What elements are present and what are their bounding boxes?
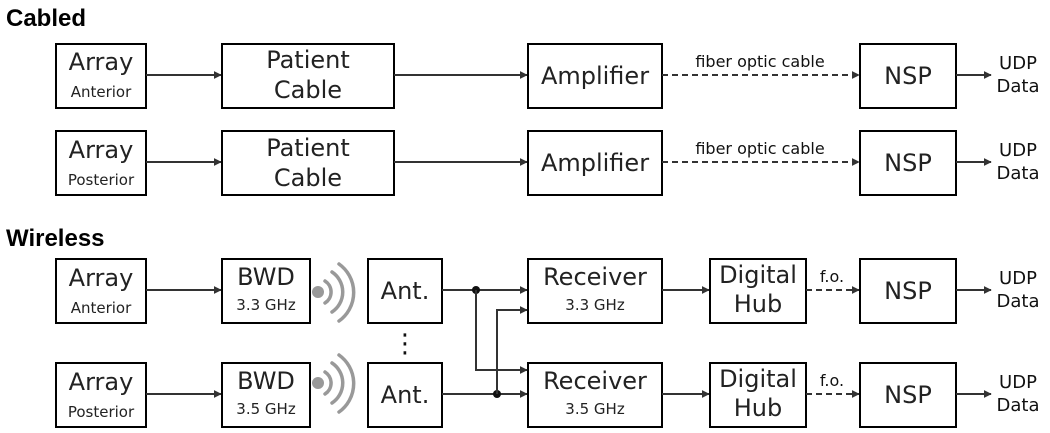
cabled-row-posterior: Array Posterior Patient Cable Amplifier …: [55, 130, 1040, 196]
bwd-label: BWD: [237, 263, 295, 291]
receiver-label: Receiver: [543, 263, 647, 291]
bwd-box: [221, 362, 311, 428]
cabled-row-anterior: Array Anterior Patient Cable Amplifier f…: [55, 43, 1040, 109]
array-label: Array: [69, 136, 134, 164]
array-sub-label: Posterior: [68, 171, 135, 189]
antenna-box: [367, 362, 443, 428]
array-sub-label: Posterior: [68, 403, 135, 421]
output-label-2: Data: [997, 291, 1040, 312]
nsp-box: [859, 362, 957, 428]
bwd-frequency: 3.5 GHz: [236, 400, 296, 418]
amplifier-label: Amplifier: [541, 149, 649, 177]
nsp-box: [859, 258, 957, 324]
patient-cable-label-1: Patient: [266, 46, 350, 74]
antenna-cross-connections: [472, 286, 528, 398]
antenna-ellipsis: ⋮: [392, 329, 418, 359]
array-anterior-box: [55, 258, 147, 324]
array-label: Array: [69, 48, 134, 76]
fiber-optic-label: fiber optic cable: [695, 139, 824, 158]
patient-cable-label-2: Cable: [274, 164, 342, 192]
receiver-box: [527, 258, 663, 324]
digital-hub-label-2: Hub: [734, 394, 783, 422]
output-label-2: Data: [997, 76, 1040, 97]
digital-hub-label-1: Digital: [719, 365, 797, 393]
receiver-frequency: 3.5 GHz: [565, 400, 625, 418]
array-anterior-box: [55, 43, 147, 109]
nsp-box: [859, 130, 957, 196]
digital-hub-label-2: Hub: [734, 290, 783, 318]
amplifier-label: Amplifier: [541, 62, 649, 90]
bwd-box: [221, 258, 311, 324]
amplifier-box: [527, 43, 663, 109]
cross-link-to-receiver-3.5: [475, 290, 528, 374]
patient-cable-box: [221, 130, 395, 196]
array-sub-label: Anterior: [71, 299, 132, 317]
fiber-optic-label: f.o.: [820, 267, 844, 286]
nsp-label: NSP: [884, 149, 932, 177]
amplifier-box: [527, 130, 663, 196]
patient-cable-label-1: Patient: [266, 134, 350, 162]
fiber-optic-label: fiber optic cable: [695, 52, 824, 71]
output-label-1: UDP: [999, 53, 1037, 74]
array-label: Array: [69, 368, 134, 396]
section-title-wireless: Wireless: [6, 225, 105, 252]
nsp-label: NSP: [884, 381, 932, 409]
wireless-row-anterior: Array Anterior BWD 3.3 GHz Ant. Receiver…: [55, 258, 1040, 324]
cross-link-to-receiver-3.3: [496, 306, 528, 394]
output-label-2: Data: [997, 395, 1040, 416]
output-label-1: UDP: [999, 140, 1037, 161]
fiber-optic-label: f.o.: [820, 371, 844, 390]
nsp-box: [859, 43, 957, 109]
wireless-signal-icon: [312, 353, 356, 414]
array-sub-label: Anterior: [71, 83, 132, 101]
bwd-frequency: 3.3 GHz: [236, 296, 296, 314]
receiver-box: [527, 362, 663, 428]
output-label-2: Data: [997, 163, 1040, 184]
antenna-label: Ant.: [381, 381, 430, 409]
antenna-box: [367, 258, 443, 324]
output-label-1: UDP: [999, 372, 1037, 393]
nsp-label: NSP: [884, 62, 932, 90]
output-label-1: UDP: [999, 268, 1037, 289]
antenna-label: Ant.: [381, 277, 430, 305]
digital-hub-label-1: Digital: [719, 261, 797, 289]
wireless-signal-icon: [312, 262, 356, 323]
nsp-label: NSP: [884, 277, 932, 305]
digital-hub-box: [709, 258, 807, 324]
wireless-row-posterior: Array Posterior BWD 3.5 GHz Ant. Receive…: [55, 353, 1040, 428]
patient-cable-label-2: Cable: [274, 76, 342, 104]
receiver-label: Receiver: [543, 367, 647, 395]
section-title-cabled: Cabled: [6, 5, 86, 32]
patient-cable-box: [221, 43, 395, 109]
receiver-frequency: 3.3 GHz: [565, 296, 625, 314]
bwd-label: BWD: [237, 367, 295, 395]
array-label: Array: [69, 264, 134, 292]
array-posterior-box: [55, 362, 147, 428]
